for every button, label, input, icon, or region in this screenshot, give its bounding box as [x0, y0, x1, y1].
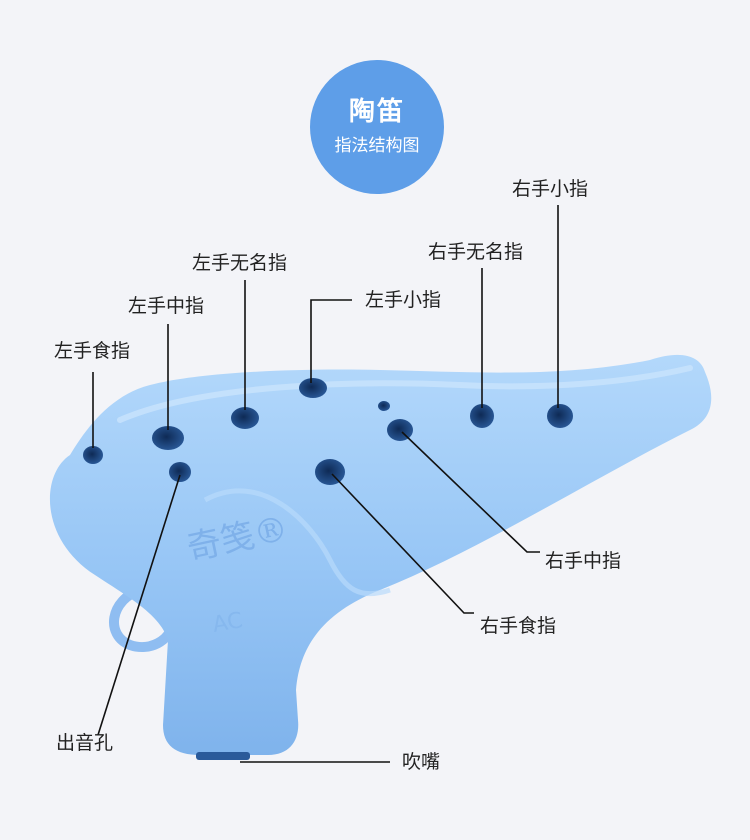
hole-left-middle [152, 426, 184, 450]
title-badge: 陶笛 指法结构图 [310, 60, 444, 194]
model-emboss: AC [211, 608, 245, 638]
leader-left-little [310, 299, 352, 383]
strap-loop [109, 585, 177, 652]
leader-sound-hole [97, 474, 181, 736]
label-sound-hole: 出音孔 [56, 732, 114, 754]
label-left-middle: 左手中指 [128, 295, 205, 317]
leader-lines [92, 205, 559, 763]
label-right-little: 右手小指 [512, 178, 589, 200]
label-right-index: 右手食指 [480, 615, 557, 637]
hole-right-middle [387, 419, 413, 441]
body-highlight [117, 365, 693, 423]
label-mouthpiece: 吹嘴 [402, 751, 441, 773]
hole-sound [169, 462, 191, 482]
mouthpiece-slot [196, 752, 250, 760]
hole-small [378, 401, 390, 411]
title-sub: 指法结构图 [334, 136, 420, 156]
label-left-little: 左手小指 [365, 289, 442, 311]
hole-left-little [299, 378, 327, 398]
side-ridge [203, 488, 391, 597]
hole-left-index [83, 446, 103, 464]
hole-right-index [315, 459, 345, 485]
leader-right-index [331, 473, 474, 614]
title-main: 陶笛 [348, 97, 405, 127]
leader-right-middle [401, 431, 540, 553]
hole-right-little [547, 404, 573, 428]
hole-left-ring [231, 407, 259, 429]
label-right-ring: 右手无名指 [428, 241, 524, 263]
label-left-index: 左手食指 [54, 340, 131, 362]
hole-right-ring [470, 404, 494, 428]
ocarina-body [49, 354, 712, 755]
label-right-middle: 右手中指 [545, 550, 622, 572]
label-left-ring: 左手无名指 [192, 252, 288, 274]
